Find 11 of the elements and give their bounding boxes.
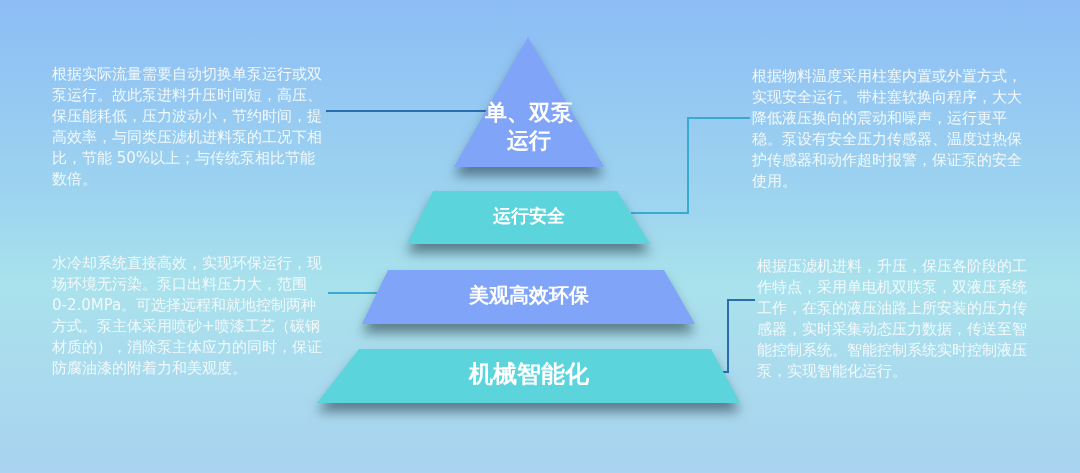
pyramid-tier: 美观高效环保 [362, 270, 695, 324]
pyramid-tier: 单、双泵运行 [454, 37, 604, 167]
pyramid-tier: 运行安全 [407, 191, 650, 244]
description-text: 根据压滤机进料，升压，保压各阶段的工作特点，采用单电机双联泵，双液压系统工作，在泵的液压油路上所安装的压力传感器，实时采集动态压力数据，传送至智能控制系统。智能控制系统实时控制液压泵，实现智能化运行。 [757, 256, 1029, 382]
description-text: 根据实际流量需要自动切换单泵运行或双泵运行。故此泵进料升压时间短，高压、保压能耗低，压力波动小，节约时间，提高效率，与同类压滤机进料泵的工况下相比，节能 50%以上；与传统泵相比节能数倍。 [52, 64, 324, 190]
pyramid-tier: 机械智能化 [317, 349, 740, 403]
leader-line [722, 299, 756, 373]
leader-line [325, 110, 487, 112]
leader-line [327, 292, 378, 294]
description-text: 根据物料温度采用柱塞内置或外置方式，实现安全运行。带柱塞软换向程序，大大降低液压换向的震动和噪声，运行更平稳。泵设有安全压力传感器、温度过热保护传感器和动作超时报警，保证泵的安全使用。 [752, 66, 1024, 192]
leader-line [630, 117, 751, 214]
